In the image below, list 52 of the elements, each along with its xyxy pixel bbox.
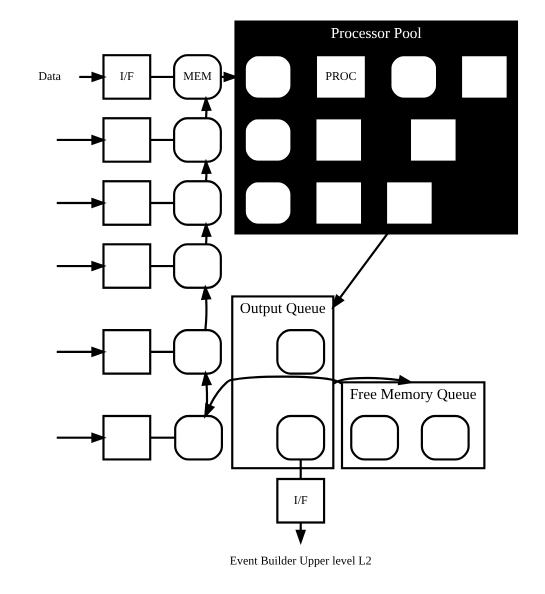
arrow	[56, 260, 106, 272]
node-box	[102, 117, 151, 163]
node-rounded	[243, 117, 292, 163]
node-box: I/F	[276, 478, 325, 524]
node-text: Event Builder Upper level L2	[229, 554, 372, 568]
connector	[150, 138, 174, 142]
arrow	[330, 232, 388, 310]
node-box	[314, 117, 363, 163]
node-box	[314, 180, 363, 226]
node-box: MEM	[172, 54, 222, 100]
node-rounded	[388, 54, 438, 100]
node-rounded	[276, 414, 325, 461]
node-rounded	[172, 243, 222, 289]
node-box	[408, 117, 458, 163]
arrow	[200, 158, 212, 182]
node-box	[102, 180, 151, 226]
node-box	[102, 329, 151, 375]
node-rounded	[420, 414, 470, 461]
node-rounded	[350, 414, 399, 461]
connector	[150, 350, 174, 353]
arrow	[56, 134, 106, 146]
node-box	[102, 243, 151, 289]
node-rounded	[243, 180, 292, 226]
arrow	[56, 346, 106, 358]
arrow	[332, 374, 414, 386]
node-box	[384, 180, 434, 226]
node-box	[102, 414, 151, 461]
arrow	[294, 522, 306, 545]
node-box: I/F	[102, 54, 151, 100]
node-rounded	[172, 117, 222, 163]
node-text: Data	[38, 68, 60, 83]
arrow	[200, 222, 212, 244]
node-rounded	[174, 414, 223, 461]
cluster: Output Queue	[230, 295, 334, 470]
arrow	[200, 284, 212, 330]
arrow	[78, 72, 106, 82]
cluster: Free Memory Queue	[340, 381, 485, 470]
connector	[299, 460, 302, 479]
node-rounded	[243, 54, 292, 100]
arrow	[56, 198, 106, 208]
node-box	[459, 54, 508, 100]
connector	[150, 76, 174, 78]
connector	[150, 436, 174, 439]
node-box: PROC	[314, 54, 366, 100]
arrow	[200, 96, 212, 118]
connector	[150, 202, 174, 204]
arrow	[56, 432, 106, 444]
arrow	[204, 376, 342, 419]
node-rounded	[172, 329, 222, 375]
node-rounded	[172, 180, 222, 226]
connector	[150, 264, 174, 268]
node-rounded	[276, 329, 325, 375]
